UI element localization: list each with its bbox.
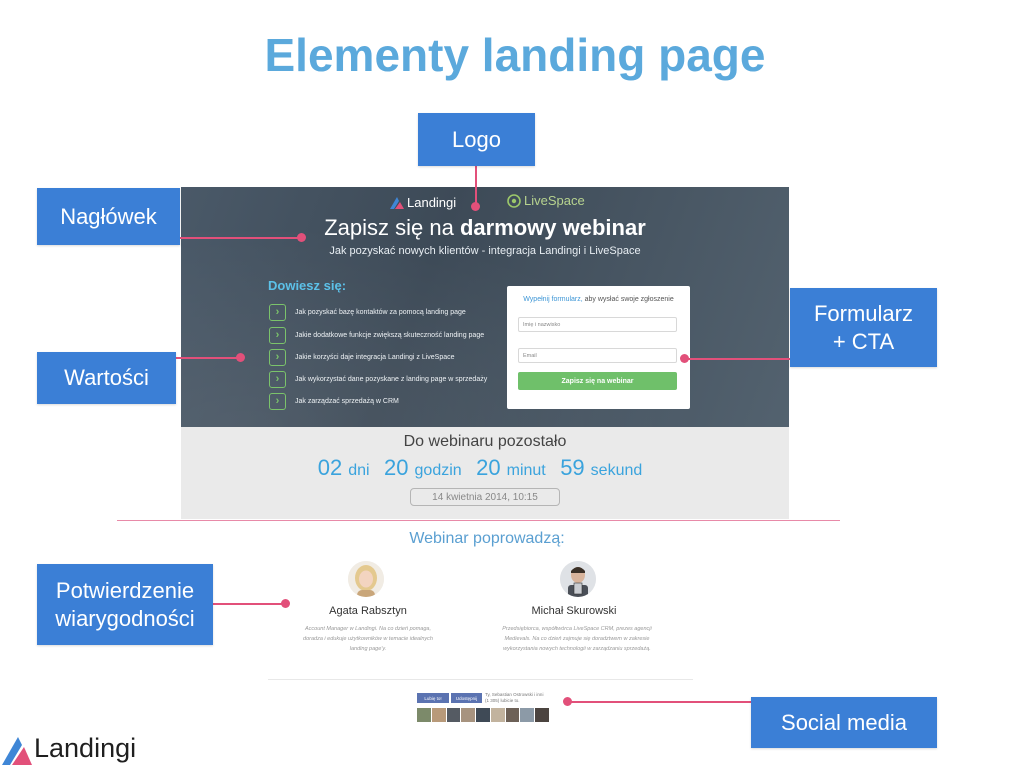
facebook-faces — [417, 708, 550, 722]
face-thumbnail — [505, 708, 520, 722]
signup-form: Wypełnij formularz, aby wysłać swoje zgł… — [507, 286, 690, 409]
benefit-item: ›Jakie korzyści daje integracja Landingi… — [269, 347, 455, 367]
email-field[interactable]: Email — [518, 348, 677, 363]
face-thumbnail — [535, 708, 550, 722]
facebook-like-count: Ty, Sebastian Ostrowski i inni (1 305) l… — [485, 692, 544, 703]
callout-potwierdzenie: Potwierdzenie wiarygodności — [37, 564, 213, 645]
benefit-item: ›Jak zarządzać sprzedażą w CRM — [269, 391, 399, 411]
signup-cta-button[interactable]: Zapisz się na webinar — [518, 372, 677, 390]
countdown-title: Do webinaru pozostało — [403, 433, 567, 450]
form-heading: Wypełnij formularz, aby wysłać swoje zgł… — [523, 296, 674, 303]
check-icon: › — [269, 392, 286, 410]
face-thumbnail — [520, 708, 535, 722]
connector-logo — [475, 166, 477, 206]
hosts-title: Webinar poprowadzą: — [409, 530, 565, 547]
footer-logo — [0, 733, 34, 772]
social-divider — [268, 679, 693, 680]
facebook-share-button[interactable]: Udostępnij — [451, 693, 482, 703]
callout-logo: Logo — [418, 113, 535, 166]
callout-wartosci: Wartości — [37, 352, 176, 404]
face-thumbnail — [461, 708, 476, 722]
connector-social — [568, 701, 753, 703]
host-avatar — [560, 561, 596, 597]
host-description: Przedsiębiorca, współtwórca LiveSpace CR… — [502, 626, 652, 652]
livespace-logo-icon — [507, 193, 521, 208]
landingi-logo-icon — [2, 737, 32, 765]
hero-headline: Zapisz się na darmowy webinar — [324, 215, 646, 240]
face-thumbnail — [417, 708, 431, 722]
benefit-item: ›Jak pozyskać bazę kontaktów za pomocą l… — [269, 302, 466, 322]
livespace-logo: LiveSpace — [507, 193, 585, 208]
host-name: Michał Skurowski — [531, 605, 617, 617]
face-thumbnail — [490, 708, 505, 722]
benefit-item: ›Jak wykorzystać dane pozyskane z landin… — [269, 369, 487, 389]
face-thumbnail — [476, 708, 490, 722]
landingi-logo: Landingi — [390, 195, 456, 210]
name-field[interactable]: Imię i nazwisko — [518, 317, 677, 332]
footer-brand-name: Landingi — [34, 733, 137, 763]
connector-potwierdzenie — [213, 603, 285, 605]
connector-formularz — [684, 358, 797, 360]
connector-dot — [471, 202, 480, 211]
check-icon: › — [269, 326, 286, 344]
host-name: Agata Rabsztyn — [329, 605, 407, 617]
slide-title: Elementy landing page — [264, 29, 766, 81]
face-thumbnail — [431, 708, 446, 722]
check-icon: › — [269, 348, 286, 366]
section-divider — [117, 520, 840, 521]
facebook-like-button[interactable]: Lubię to! — [417, 693, 449, 703]
benefits-heading: Dowiesz się: — [268, 278, 347, 293]
check-icon: › — [269, 303, 286, 321]
hero-subheadline: Jak pozyskać nowych klientów - integracj… — [329, 245, 641, 257]
connector-dot — [281, 599, 290, 608]
callout-social-media: Social media — [751, 697, 937, 748]
connector-dot — [563, 697, 572, 706]
connector-dot — [680, 354, 689, 363]
callout-naglowek: Nagłówek — [37, 188, 180, 245]
landingi-logo-icon — [390, 196, 404, 209]
check-icon: › — [269, 370, 286, 388]
webinar-date: 14 kwietnia 2014, 10:15 — [410, 488, 560, 506]
landing-hero: Landingi LiveSpace Zapisz się na darmowy… — [181, 187, 789, 427]
connector-wartosci — [176, 357, 240, 359]
connector-naglowek — [180, 237, 302, 239]
connector-dot — [236, 353, 245, 362]
benefit-item: ›Jakie dodatkowe funkcje zwiększą skutec… — [269, 325, 484, 345]
face-thumbnail — [446, 708, 461, 722]
callout-formularz-cta: Formularz + CTA — [790, 288, 937, 367]
connector-dot — [297, 233, 306, 242]
host-avatar — [348, 561, 384, 597]
host-description: Account Manager w Landingi. Na co dzień … — [303, 626, 433, 652]
